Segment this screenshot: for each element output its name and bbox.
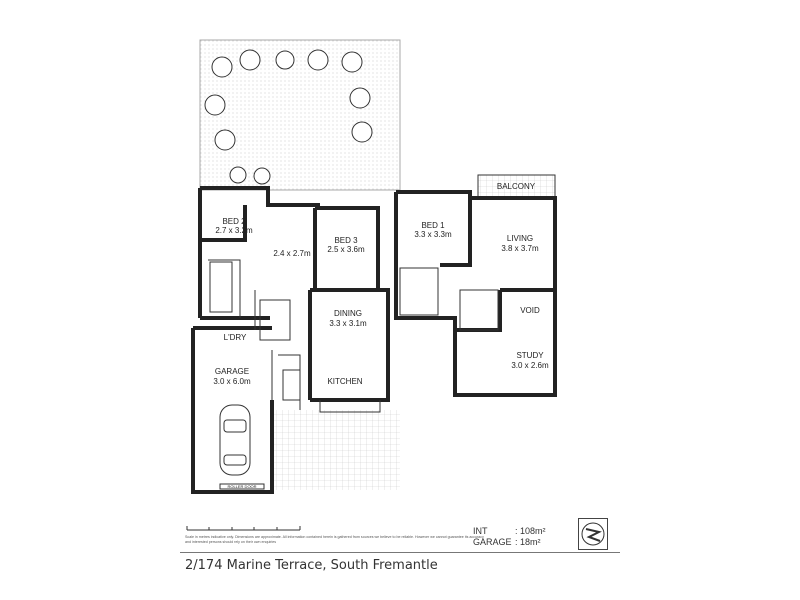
room-name: STUDY [516,351,544,360]
agency-logo [578,518,608,550]
property-address: 2/174 Marine Terrace, South Fremantle [185,558,438,573]
area-label: INT [473,526,488,536]
room-size: 3.3 x 3.1m [329,319,367,328]
room-name: LIVING [507,234,533,243]
room-name: BED 1 [421,221,445,230]
room-size: 3.3 x 3.3m [414,230,452,239]
area-summary: INT : 108m² GARAGE: 18m² [473,526,546,548]
room-name: KITCHEN [327,377,362,386]
room-name: GARAGE [215,367,249,376]
room-size: 3.8 x 3.7m [501,244,539,253]
patio [272,410,400,490]
room-size: 2.5 x 3.6m [327,245,365,254]
room-name: BED 3 [334,236,358,245]
room-size: 3.0 x 6.0m [213,377,251,386]
area-value: : 18m² [515,537,541,547]
room-name: BALCONY [497,182,536,191]
disclaimer: Scale in metres indicative only. Dimensi… [185,535,484,544]
room-size: 2.7 x 3.2m [215,226,253,235]
room-name: L'DRY [224,333,247,342]
room-name: DINING [334,309,362,318]
room-name: BED 2 [222,217,246,226]
area-label: GARAGE [473,537,512,547]
car-icon [219,404,251,476]
divider [180,552,620,553]
upper-floor-walls [394,190,557,397]
ground-floor-walls [191,186,390,494]
trees [204,49,373,185]
area-value: : 108m² [515,526,546,536]
roller-door-label: ROLLER DOOR [227,484,256,489]
scale-bar [186,526,301,531]
garden [199,39,401,191]
room-size: 3.0 x 2.6m [511,361,549,370]
room-size: 2.4 x 2.7m [273,249,311,258]
room-name: VOID [520,306,540,315]
